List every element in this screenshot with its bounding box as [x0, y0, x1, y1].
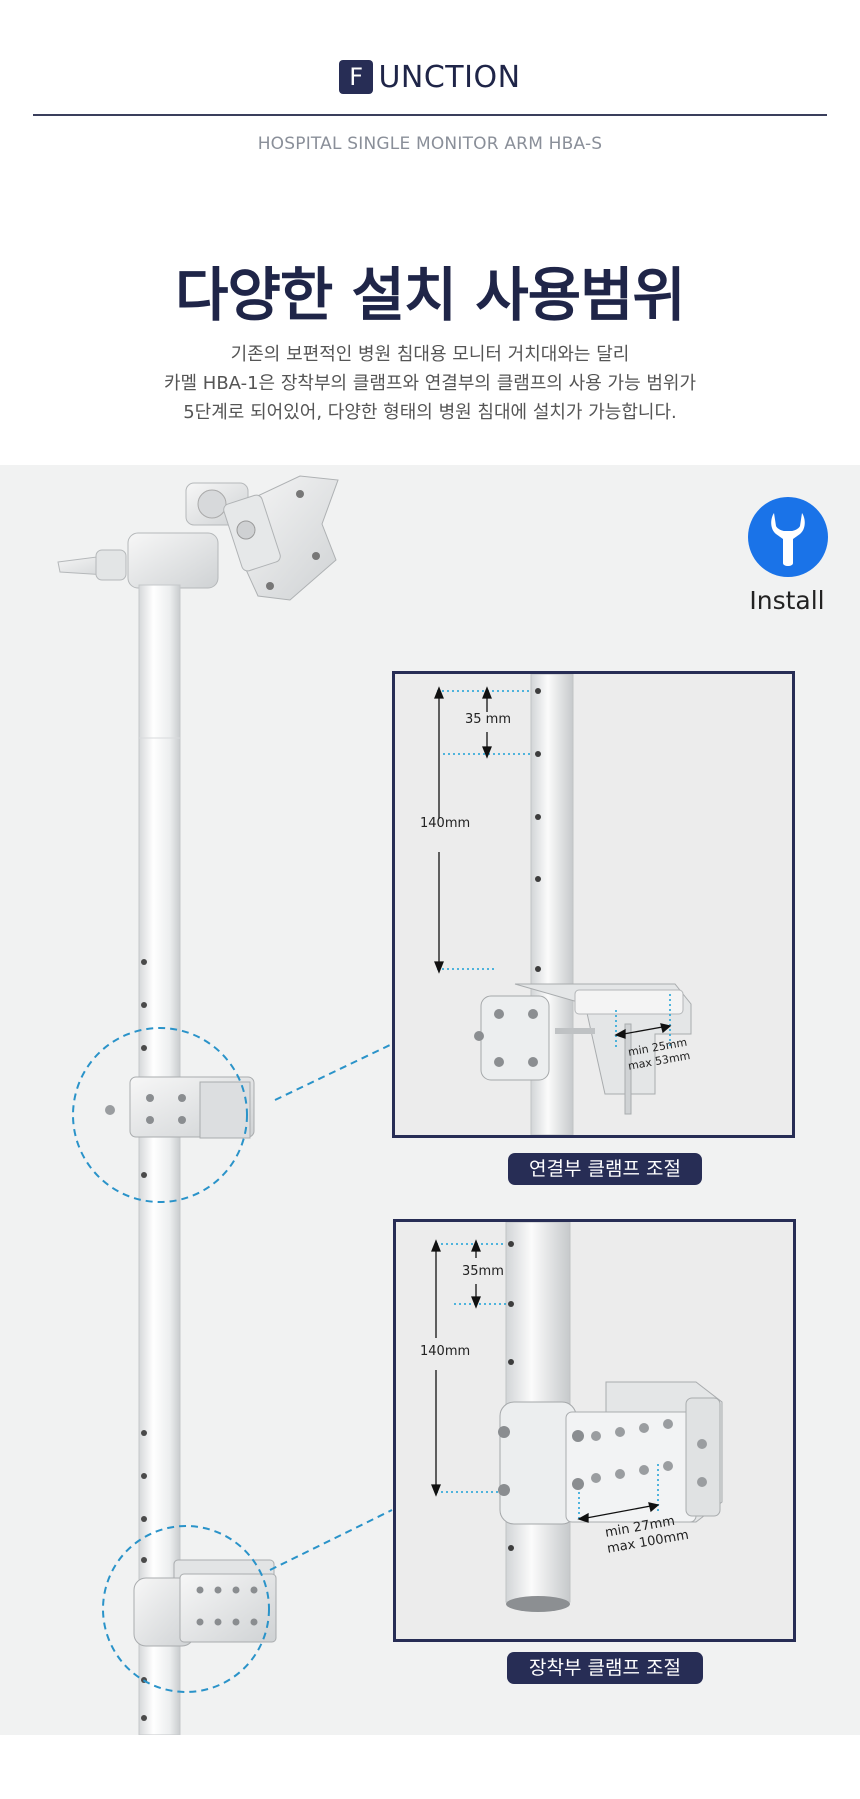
connection-clamp [105, 1076, 255, 1139]
function-badge: F [339, 60, 374, 94]
connection-clamp-photo: 35 mm 140mm min 25mm max 53mm [392, 671, 795, 1138]
pole [138, 584, 181, 1735]
description-line: 카멜 HBA-1은 장착부의 클램프와 연결부의 클램프의 사용 가능 범위가 [163, 373, 697, 394]
mount-clamp-photo: 35mm 140mm min 27mm max 100mm [393, 1219, 796, 1642]
install-badge [748, 497, 828, 577]
monitor-arm-illustration [57, 475, 393, 1735]
page-title: 다양한 설치 사용범위 [175, 261, 686, 329]
function-heading-text: UNCTION [378, 60, 521, 95]
description: 기존의 보편적인 병원 침대용 모니터 거치대와는 달리 카멜 HBA-1은 장… [0, 340, 860, 427]
pitch-label: 35 mm [465, 712, 512, 727]
mount-clamp-detail [396, 1222, 793, 1639]
vesa-head [57, 475, 339, 601]
connection-clamp-caption: 연결부 클램프 조절 [508, 1153, 702, 1185]
header-divider [33, 114, 827, 116]
description-line: 5단계로 되어있어, 다양한 형태의 병원 침대에 설치가 가능합니다. [183, 402, 677, 423]
span-label: 140mm [420, 1344, 471, 1359]
connection-clamp-detail [395, 674, 792, 1135]
mount-clamp-caption: 장착부 클램프 조절 [507, 1652, 703, 1684]
wrench-icon [771, 513, 805, 566]
product-subtitle: HOSPITAL SINGLE MONITOR ARM HBA-S [257, 134, 603, 154]
install-label: Install [749, 586, 825, 615]
span-label: 140mm [420, 816, 471, 831]
pitch-label: 35mm [462, 1264, 504, 1279]
mount-clamp [133, 1559, 277, 1647]
description-line: 기존의 보편적인 병원 침대용 모니터 거치대와는 달리 [230, 344, 630, 365]
